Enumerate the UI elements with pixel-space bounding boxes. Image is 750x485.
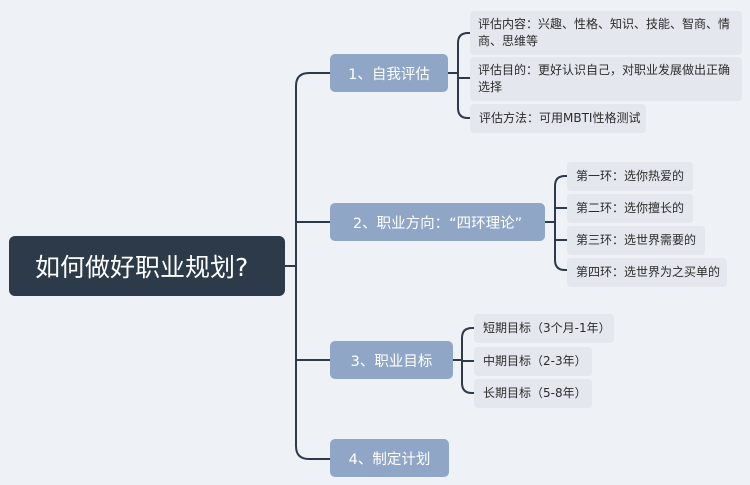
branch-career-goals: 3、职业目标 — [330, 341, 453, 379]
leaf-long-term-goal: 长期目标（5-8年） — [474, 379, 592, 408]
leaf-ring-4: 第四环：选世界为之买单的 — [567, 258, 727, 287]
leaf-ring-3: 第三环：选世界需要的 — [567, 226, 705, 255]
leaf-assessment-purpose: 评估目的：更好认识自己，对职业发展做出正确选择 — [470, 57, 742, 101]
branch-make-plan: 4、制定计划 — [330, 439, 449, 477]
branch-self-assessment: 1、自我评估 — [330, 54, 448, 92]
leaf-short-term-goal: 短期目标（3个月-1年） — [474, 314, 614, 343]
leaf-mid-term-goal: 中期目标（2-3年） — [474, 347, 592, 376]
branch-label: 1、自我评估 — [348, 66, 430, 83]
leaf-assessment-method: 评估方法：可用MBTI性格测试 — [470, 104, 646, 133]
root-node: 如何做好职业规划? — [9, 236, 285, 296]
leaf-assessment-content: 评估内容：兴趣、性格、知识、技能、智商、情商、思维等 — [470, 11, 742, 55]
leaf-ring-2: 第二环：选你擅长的 — [567, 194, 693, 223]
branch-label: 4、制定计划 — [348, 451, 431, 468]
branch-label: 2、职业方向：“四环理论” — [352, 215, 523, 232]
branch-career-direction: 2、职业方向：“四环理论” — [330, 203, 545, 241]
leaf-ring-1: 第一环：选你热爱的 — [567, 162, 693, 191]
root-label: 如何做好职业规划? — [35, 253, 249, 282]
branch-label: 3、职业目标 — [350, 353, 433, 370]
